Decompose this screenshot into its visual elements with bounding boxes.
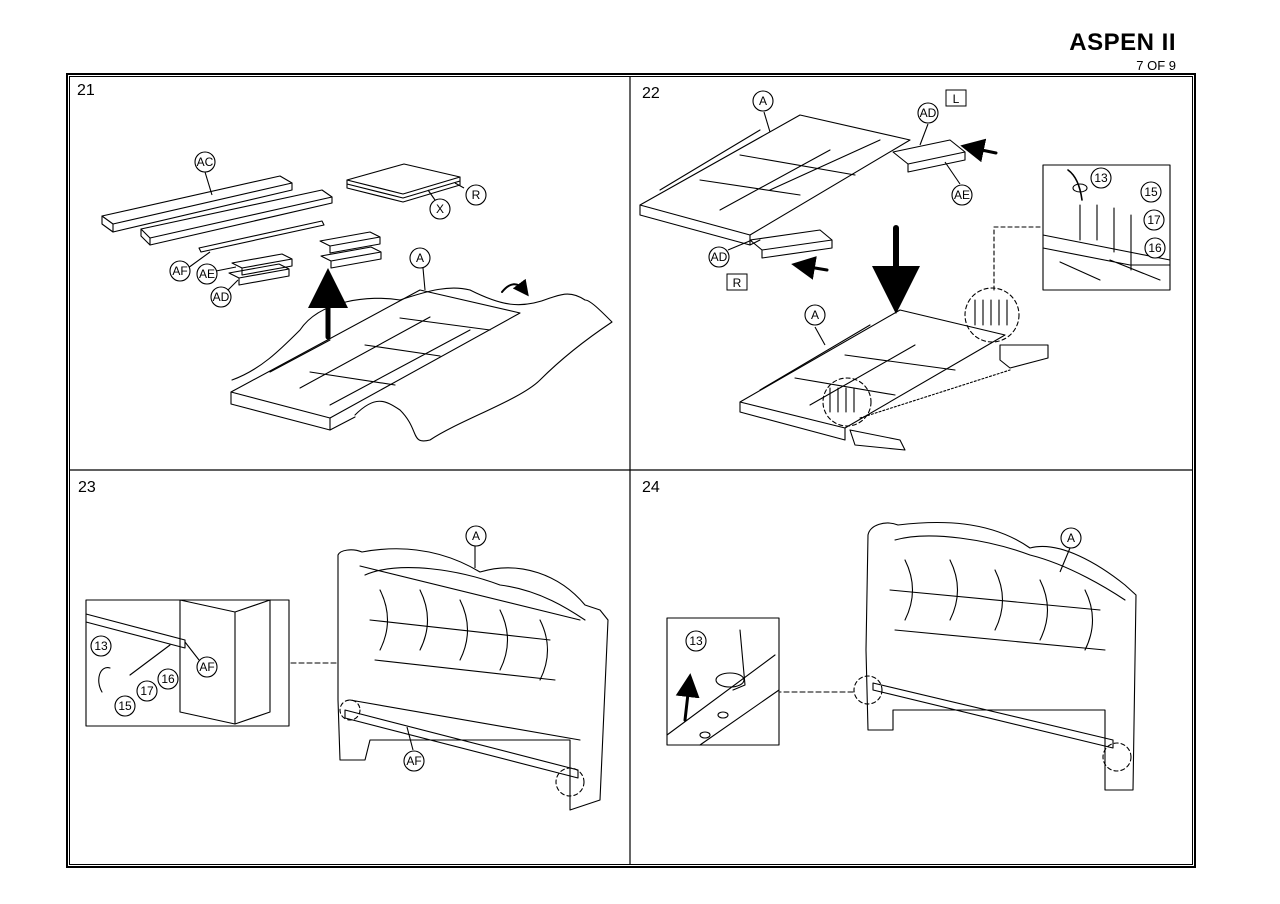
callout-a: A bbox=[472, 529, 480, 543]
callout-a-circle bbox=[409, 247, 431, 269]
step-22-number: 22 bbox=[642, 85, 660, 102]
callout-ae-circle bbox=[196, 263, 218, 285]
callout-af: AF bbox=[406, 754, 421, 768]
rail-af-24 bbox=[872, 682, 1114, 749]
callout-r-circle bbox=[465, 184, 487, 206]
step-24-illustration bbox=[666, 521, 1137, 791]
callout-ad: AD bbox=[920, 106, 937, 120]
callout-16: 16 bbox=[1148, 241, 1162, 255]
callout-15: 15 bbox=[1144, 185, 1158, 199]
side-label-r-box bbox=[726, 273, 748, 291]
step-22-illustration bbox=[639, 114, 1171, 451]
callout-af: AF bbox=[199, 660, 214, 674]
callout-15: 15 bbox=[118, 699, 132, 713]
page-number: 7 OF 9 bbox=[1136, 58, 1176, 73]
callout-af-circle bbox=[169, 260, 191, 282]
step-23-illustration bbox=[85, 548, 609, 811]
callout-13: 13 bbox=[94, 639, 108, 653]
callout-ad-circle bbox=[210, 286, 232, 308]
callout-ae: AE bbox=[954, 188, 970, 202]
step-21-number: 21 bbox=[77, 82, 95, 99]
callout-ac-circle bbox=[194, 151, 216, 173]
callout-16: 16 bbox=[161, 672, 175, 686]
callout-x-circle bbox=[429, 198, 451, 220]
step-22-inset bbox=[1042, 164, 1171, 291]
callout-af: AF bbox=[172, 264, 187, 278]
callout-a: A bbox=[811, 308, 819, 322]
step-23-inset bbox=[85, 599, 290, 727]
callout-13: 13 bbox=[689, 634, 703, 648]
callout-a: A bbox=[1067, 531, 1075, 545]
callout-17: 17 bbox=[1147, 213, 1161, 227]
step-21-illustration bbox=[101, 163, 613, 442]
step-24-number: 24 bbox=[642, 479, 660, 496]
headboard-23 bbox=[337, 548, 609, 811]
callout-x: X bbox=[436, 202, 444, 216]
side-label-l-box bbox=[945, 89, 967, 107]
instruction-frame bbox=[66, 73, 1196, 868]
callout-ad: AD bbox=[711, 250, 728, 264]
callout-ad: AD bbox=[213, 290, 230, 304]
callout-ac: AC bbox=[197, 155, 214, 169]
bracket-ae bbox=[231, 253, 293, 276]
fabric-cover bbox=[231, 287, 471, 381]
headboard-24 bbox=[865, 521, 1137, 791]
step-24-inset bbox=[666, 617, 780, 746]
callout-r: R bbox=[472, 188, 481, 202]
bracket-ad bbox=[228, 263, 290, 286]
callout-a: A bbox=[759, 94, 767, 108]
callout-ae: AE bbox=[199, 267, 215, 281]
callout-17: 17 bbox=[140, 684, 154, 698]
slat bbox=[140, 189, 333, 239]
side-label-l: L bbox=[953, 92, 960, 106]
manual-title: ASPEN II bbox=[1069, 29, 1176, 56]
bracket-ad-lower bbox=[749, 229, 833, 259]
frame-top bbox=[639, 114, 911, 236]
step-23-number: 23 bbox=[78, 479, 96, 496]
callout-a: A bbox=[416, 251, 424, 265]
callout-13: 13 bbox=[1094, 171, 1108, 185]
side-label-r: R bbox=[733, 276, 742, 290]
rail-af bbox=[344, 709, 579, 779]
frame-bottom bbox=[739, 309, 1006, 429]
bracket-af bbox=[198, 220, 325, 253]
headboard-frame bbox=[230, 289, 521, 419]
